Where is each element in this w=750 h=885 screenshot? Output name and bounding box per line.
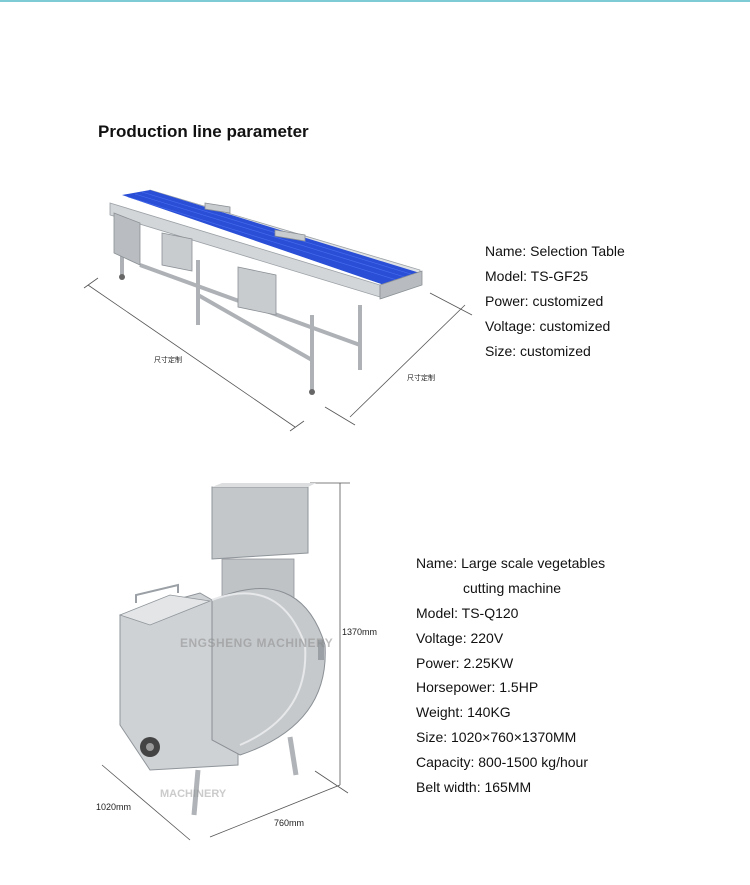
spec-voltage: Voltage: customized bbox=[485, 317, 611, 334]
spec-name-continued: cutting machine bbox=[463, 579, 562, 596]
selection-table-image bbox=[83, 189, 473, 432]
watermark-text: ENGSHENG MACHINERY bbox=[180, 636, 334, 650]
dim-label-width-2: 760mm bbox=[274, 818, 305, 828]
selection-table-specs: Name: Selection Table Model: TS-GF25 Pow… bbox=[485, 239, 625, 363]
dim-label-length: 尺寸定制 bbox=[154, 357, 182, 364]
spec-capacity: Capacity: 800-1500 kg/hour bbox=[416, 754, 588, 771]
spec-name: Name: Selection Table bbox=[485, 243, 625, 259]
section-title: Production line parameter bbox=[98, 122, 309, 141]
cutting-machine-image bbox=[101, 482, 350, 841]
top-accent-line bbox=[0, 0, 750, 2]
spec-model: Model: TS-GF25 bbox=[485, 267, 589, 284]
cutting-machine-specs: Name: Large scale vegetables cutting mac… bbox=[416, 551, 605, 800]
spec-power: Power: 2.25KW bbox=[416, 654, 514, 671]
dim-label-width: 尺寸定制 bbox=[407, 375, 435, 382]
spec-size: Size: customized bbox=[485, 342, 591, 359]
spec-horsepower: Horsepower: 1.5HP bbox=[416, 679, 539, 696]
watermark-text-bottom: MACHINERY bbox=[160, 788, 227, 800]
spec-weight: Weight: 140KG bbox=[416, 704, 511, 721]
spec-size: Size: 1020×760×1370MM bbox=[416, 729, 577, 746]
dim-label-depth: 1020mm bbox=[96, 802, 132, 812]
spec-belt-width: Belt width: 165MM bbox=[416, 779, 532, 796]
spec-voltage: Voltage: 220V bbox=[416, 629, 504, 646]
spec-name: Name: Large scale vegetables bbox=[416, 555, 606, 571]
spec-power: Power: customized bbox=[485, 292, 604, 309]
dim-label-height: 1370mm bbox=[342, 627, 378, 637]
spec-model: Model: TS-Q120 bbox=[416, 604, 519, 621]
